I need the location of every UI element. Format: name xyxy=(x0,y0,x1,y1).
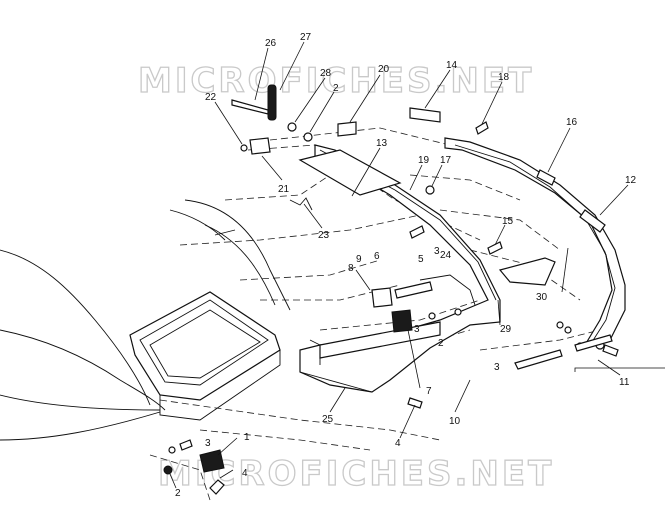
callout-26: 26 xyxy=(265,38,277,49)
callout-25: 25 xyxy=(322,414,334,425)
bracket-16 xyxy=(536,169,556,186)
callout-23: 23 xyxy=(318,230,330,241)
callout-3b: 3 xyxy=(414,324,420,335)
headlight-opening xyxy=(129,291,281,421)
callout-7: 7 xyxy=(426,386,432,397)
callout-19: 19 xyxy=(418,155,430,166)
watermark-top: MICROFICHES.NET xyxy=(138,61,534,101)
plate-14 xyxy=(409,107,441,123)
callout-21: 21 xyxy=(278,184,290,195)
callout-18: 18 xyxy=(498,72,510,83)
callout-20: 20 xyxy=(378,64,390,75)
bracket-21 xyxy=(249,137,271,155)
clip-23 xyxy=(289,197,313,211)
callout-28: 28 xyxy=(320,68,332,79)
callout-3a: 3 xyxy=(434,246,440,257)
watermark-bottom: MICROFICHES.NET xyxy=(158,454,554,494)
callout-2: 2 xyxy=(333,83,339,94)
callout-3d: 3 xyxy=(205,438,211,449)
callout-3c: 3 xyxy=(494,362,500,373)
callout-2b: 2 xyxy=(438,338,444,349)
callout-14: 14 xyxy=(446,60,458,71)
small-parts xyxy=(163,84,619,495)
callout-15: 15 xyxy=(502,216,514,227)
bracket-20 xyxy=(337,121,357,137)
hinge-1 xyxy=(199,449,225,473)
callout-4b: 4 xyxy=(242,468,248,479)
callout-30: 30 xyxy=(536,292,548,303)
group-bracket-11 xyxy=(574,367,665,372)
bracket-12 xyxy=(579,209,606,233)
callout-10: 10 xyxy=(449,416,461,427)
bolt-26 xyxy=(231,99,269,115)
callout-labels: 26 27 28 2 20 14 18 22 13 19 17 16 12 21… xyxy=(175,32,637,499)
bracket-30 xyxy=(498,257,556,286)
shock-27 xyxy=(267,84,277,121)
callout-2c: 2 xyxy=(175,488,181,499)
callout-22: 22 xyxy=(205,92,217,103)
callout-4a: 4 xyxy=(395,438,401,449)
callout-27: 27 xyxy=(300,32,312,43)
hood-shell xyxy=(0,199,291,441)
callout-29: 29 xyxy=(500,324,512,335)
callout-16: 16 xyxy=(566,117,578,128)
leader-lines xyxy=(169,41,629,489)
callout-13: 13 xyxy=(376,138,388,149)
callout-11: 11 xyxy=(619,377,630,388)
callout-1: 1 xyxy=(244,432,250,443)
latch-block-7 xyxy=(391,309,413,333)
callout-9: 9 xyxy=(356,254,362,265)
callout-8: 8 xyxy=(348,263,354,274)
callout-12: 12 xyxy=(625,175,637,186)
callout-24: 24 xyxy=(440,250,452,261)
callout-5: 5 xyxy=(418,254,424,265)
callout-6: 6 xyxy=(374,251,380,262)
rail-rods xyxy=(514,334,613,370)
latch-8 xyxy=(371,287,393,308)
callout-17: 17 xyxy=(440,155,452,166)
